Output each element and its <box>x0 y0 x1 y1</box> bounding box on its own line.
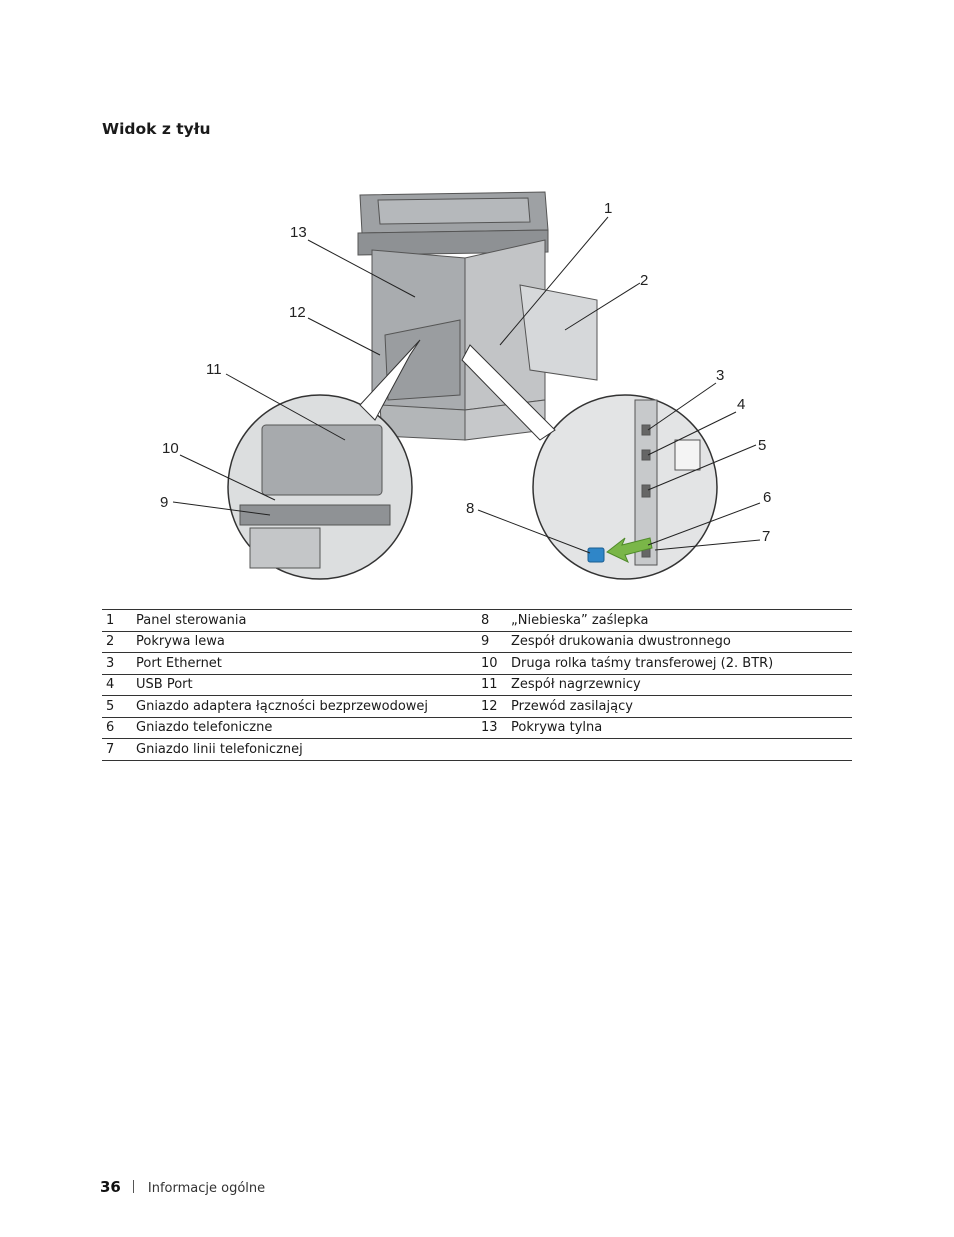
item-label: Zespół nagrzewnicy <box>511 674 852 696</box>
item-number: 2 <box>102 631 136 653</box>
table-row: 6 Gniazdo telefoniczne 13 Pokrywa tylna <box>102 717 852 739</box>
item-number: 12 <box>481 695 511 718</box>
item-label <box>511 738 852 761</box>
legend-table: 1 Panel sterowania 8 „Niebieska” zaślepk… <box>102 609 852 761</box>
item-label: Pokrywa lewa <box>136 631 481 653</box>
item-label: Przewód zasilający <box>511 695 852 718</box>
table-row: 4 USB Port 11 Zespół nagrzewnicy <box>102 674 852 696</box>
callout-6: 6 <box>763 489 772 506</box>
item-label: Gniazdo adaptera łączności bezprzewodowe… <box>136 695 481 718</box>
callout-4: 4 <box>737 396 746 413</box>
item-number: 1 <box>102 609 136 632</box>
callout-3: 3 <box>716 367 725 384</box>
item-number: 11 <box>481 674 511 696</box>
table-row: 3 Port Ethernet 10 Druga rolka taśmy tra… <box>102 652 852 675</box>
callout-5: 5 <box>758 437 767 454</box>
callout-9: 9 <box>160 494 169 511</box>
item-number: 8 <box>481 609 511 632</box>
item-label: Gniazdo telefoniczne <box>136 717 481 739</box>
callout-8: 8 <box>466 500 475 517</box>
item-label: Port Ethernet <box>136 652 481 675</box>
callout-1: 1 <box>604 200 613 217</box>
table-row: 5 Gniazdo adaptera łączności bezprzewodo… <box>102 695 852 718</box>
item-number: 6 <box>102 717 136 739</box>
item-number: 5 <box>102 695 136 718</box>
item-number: 3 <box>102 652 136 675</box>
table-row: 1 Panel sterowania 8 „Niebieska” zaślepk… <box>102 609 852 632</box>
callout-10: 10 <box>162 440 179 457</box>
item-label: „Niebieska” zaślepka <box>511 609 852 632</box>
callout-12: 12 <box>289 304 306 321</box>
item-label: Zespół drukowania dwustronnego <box>511 631 852 653</box>
item-number: 10 <box>481 652 511 675</box>
item-label: Panel sterowania <box>136 609 481 632</box>
item-label: Druga rolka taśmy transferowej (2. BTR) <box>511 652 852 675</box>
callout-11: 11 <box>206 361 222 378</box>
item-label: Pokrywa tylna <box>511 717 852 739</box>
printer-rear-illustration <box>172 191 761 580</box>
footer-section-title: Informacje ogólne <box>147 1181 266 1196</box>
table-row: 2 Pokrywa lewa 9 Zespół drukowania dwust… <box>102 631 852 653</box>
footer-divider <box>132 1180 134 1193</box>
section-heading: Widok z tyłu <box>102 120 211 138</box>
item-number: 9 <box>481 631 511 653</box>
table-row: 7 Gniazdo linii telefonicznej <box>102 738 852 761</box>
item-label: Gniazdo linii telefonicznej <box>136 738 481 761</box>
callout-7: 7 <box>762 528 771 545</box>
item-number: 4 <box>102 674 136 696</box>
page-number: 36 <box>100 1178 121 1196</box>
item-label: USB Port <box>136 674 481 696</box>
callout-2: 2 <box>640 272 649 289</box>
item-number: 13 <box>481 717 511 739</box>
item-number <box>481 738 511 761</box>
callout-13: 13 <box>290 224 307 241</box>
page-footer: 36 Informacje ogólne <box>100 1178 265 1196</box>
item-number: 7 <box>102 738 136 761</box>
